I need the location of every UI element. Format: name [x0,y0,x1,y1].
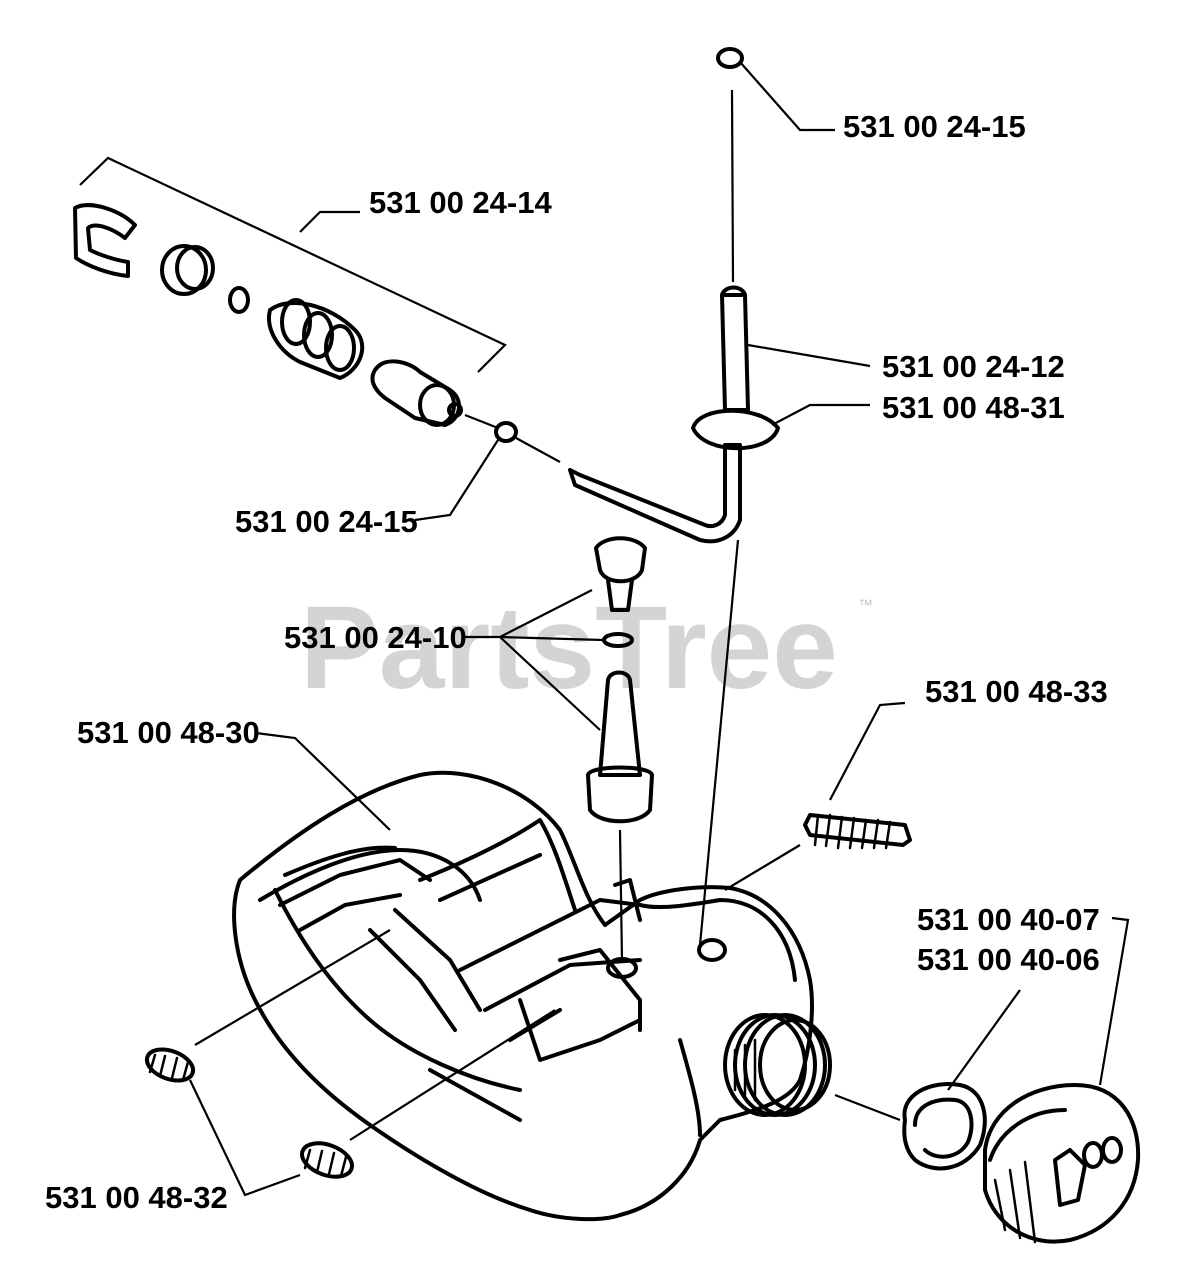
label-tube-clip: 531 00 24-15 [235,504,418,539]
label-rubber-buffers: 531 00 48-32 [45,1180,228,1215]
label-pickup-tube: 531 00 24-12 [882,349,1065,384]
fuel-tank-illustration [232,770,832,1222]
watermark: PartsTree [300,582,838,714]
pickup-tube-illustration [568,47,780,946]
mount-spring-illustration [724,701,912,891]
label-cap-gasket: 531 00 40-07 [917,902,1100,937]
label-filter-assembly: 531 00 24-14 [369,185,552,220]
leader-lines [255,61,871,831]
label-mount-spring: 531 00 48-33 [925,674,1108,709]
filter-assembly-illustration [73,156,561,463]
rubber-buffers-illustration [144,929,556,1197]
fuel-cap-illustration [834,916,1141,1244]
vent-valve-illustration [586,536,654,961]
label-vent-valve: 531 00 24-10 [284,620,467,655]
part-labels: 531 00 24-15 531 00 24-14 531 00 24-12 5… [45,109,1108,1215]
label-top-clip: 531 00 24-15 [843,109,1026,144]
label-grommet: 531 00 48-31 [882,390,1065,425]
label-fuel-cap: 531 00 40-06 [917,942,1100,977]
label-tank-body: 531 00 48-30 [77,715,260,750]
watermark-tm: ™ [858,597,873,614]
